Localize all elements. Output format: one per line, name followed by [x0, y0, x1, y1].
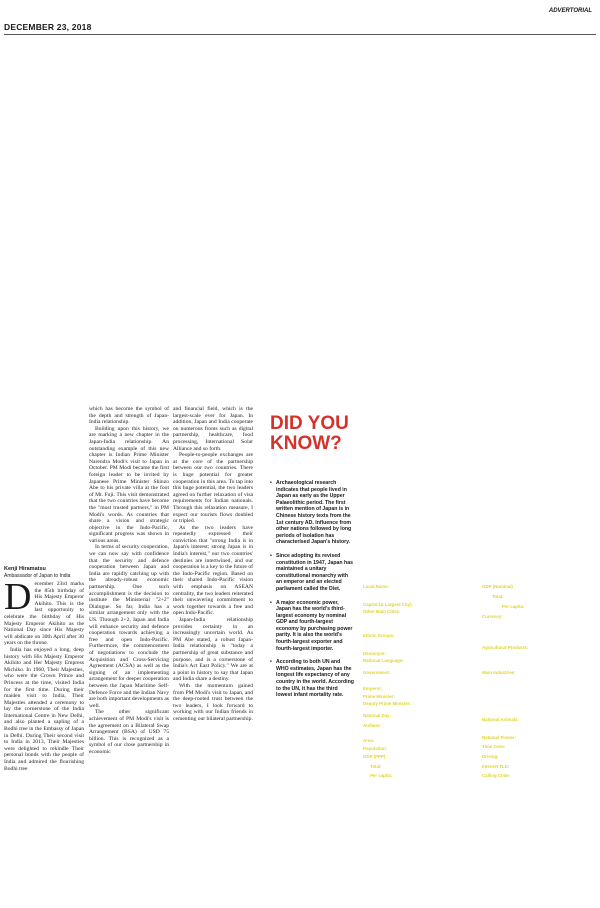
fact-label: Total: [370, 764, 382, 769]
fact-label: Emperor: [363, 686, 383, 691]
drop-cap: D [4, 576, 32, 618]
fact-item: •Archaeological research indicates that … [270, 480, 352, 546]
article-column-2: which has become the symbol of the depth… [89, 406, 169, 826]
article-paragraph: The other significant achievement of PM … [89, 709, 169, 755]
fact-label: GDP (PPP) [363, 754, 386, 759]
fact-label: Other Main Cities: [363, 609, 401, 614]
fact-label: Ethnic Groups: [363, 633, 395, 638]
fact-label: Internet TLD: [482, 764, 510, 769]
article-paragraph: Building upon this history, we are marki… [89, 425, 169, 544]
fact-label: Prime Minister: [363, 694, 395, 699]
bullet-icon: • [270, 599, 272, 606]
article-paragraph: In terms of security cooperation, we can… [89, 544, 169, 709]
fact-label: National Day: [363, 713, 392, 718]
fact-label: Government: [363, 670, 391, 675]
bullet-icon: • [270, 552, 272, 559]
bullet-icon: • [270, 659, 272, 666]
fact-label: Main Industries: [482, 670, 516, 675]
fact-label: Driving: [482, 754, 499, 759]
did-you-know-title: DID YOU KNOW? [270, 413, 349, 454]
fact-label: Local Name: [363, 584, 390, 589]
did-you-know-list: •Archaeological research indicates that … [270, 480, 354, 706]
fact-label: National Language: [363, 658, 404, 663]
fact-label: Time Zone: [482, 744, 506, 749]
article-paragraph: India has enjoyed a long, deep history w… [4, 646, 84, 772]
fact-label: Capital (& Largest City): [363, 602, 414, 607]
header-rule [4, 34, 596, 35]
fact-label: National Animals: [482, 717, 519, 722]
fact-label: Per capita: [502, 604, 525, 609]
article-paragraph: With the momentum gained from PM Modi's … [173, 682, 253, 722]
bullet-icon: • [270, 480, 272, 486]
fact-label: Demonym: [363, 651, 386, 656]
fact-label: Per capita: [370, 773, 393, 778]
article-paragraph: People-to-people exchanges are at the co… [173, 452, 253, 525]
article-paragraph: As the two leaders have repeatedly expre… [173, 524, 253, 617]
fact-label: Currency: [482, 614, 503, 619]
fact-label: Total: [492, 594, 504, 599]
article-paragraph: and financial field, which is the larges… [173, 406, 253, 452]
fact-label: Population: [363, 746, 388, 751]
fact-item: •According to both UN and WHO estimates,… [270, 659, 354, 699]
fact-label: Deputy Prime Minister: [363, 701, 411, 706]
fact-item: •A major economic power, Japan has the w… [270, 599, 353, 652]
fact-label: Agricultural Products: [482, 645, 529, 650]
author-role: Ambassador of Japan to India [4, 573, 71, 579]
issue-date: DECEMBER 23, 2018 [4, 22, 92, 32]
article-column-3: and financial field, which is the larges… [173, 406, 253, 830]
fact-item: •Since adopting its revised constitution… [270, 552, 353, 592]
section-label: ADVERTORIAL [548, 8, 592, 14]
fact-label: National Flower: [482, 735, 517, 740]
article-paragraph: Japan-India relationship provides certai… [173, 617, 253, 683]
fact-label: Calling Code: [482, 773, 511, 778]
article-paragraph: which has become the symbol of the depth… [89, 406, 169, 426]
byline: Kenji Hiramatsu Ambassador of Japan to I… [4, 566, 84, 580]
fact-label: Area: [363, 738, 375, 743]
fact-label: GDP (Nominal) [482, 584, 513, 589]
fact-label: Anthem: [363, 723, 381, 728]
author-name: Kenji Hiramatsu [4, 566, 46, 572]
